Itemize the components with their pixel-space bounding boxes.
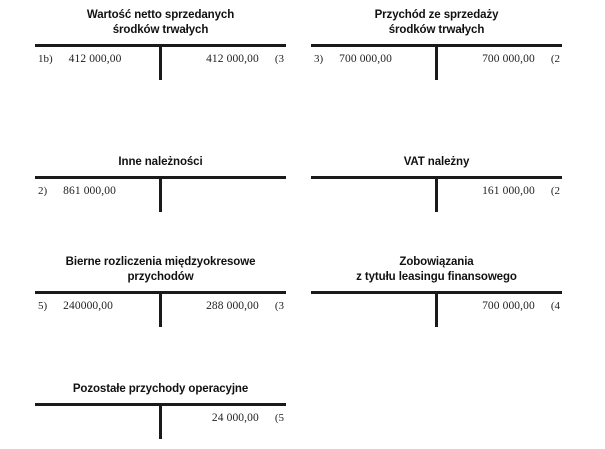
- credit-entry-amount: 412 000,00: [206, 53, 259, 65]
- t-account-bierne-rozliczenia-miedzyokresowe-przychodow: Bierne rozliczenia międzyokresowe przycho…: [35, 255, 286, 337]
- credit-entry: 288 000,00 (3: [164, 295, 286, 317]
- account-title: Zobowiązania z tytułu leasingu finansoweg…: [311, 255, 562, 285]
- credit-entry-amount: 700 000,00: [482, 300, 535, 312]
- t-vertical-divider: [159, 46, 162, 80]
- t-horizontal-rule: [35, 291, 286, 294]
- t-vertical-divider: [159, 178, 162, 212]
- t-vertical-divider: [435, 293, 438, 327]
- account-title: Bierne rozliczenia międzyokresowe przycho…: [35, 255, 286, 285]
- credit-entry-ref: (4: [550, 300, 560, 312]
- debit-entry: 3) 700 000,00: [311, 48, 433, 70]
- t-frame: 2) 861 000,00: [35, 176, 286, 222]
- t-frame: 24 000,00 (5: [35, 403, 286, 449]
- t-frame: 5) 240000,00 288 000,00 (3: [35, 291, 286, 337]
- t-account-inne-naleznosci: Inne należności 2) 861 000,00: [35, 140, 286, 222]
- t-account-wartosc-netto-sprzedanych-srodkow-trwalych: Wartość netto sprzedanych środków trwałyc…: [35, 8, 286, 90]
- account-title: Przychód ze sprzedaży środków trwałych: [311, 8, 562, 38]
- t-account-przychod-ze-sprzedazy-srodkow-trwalych: Przychód ze sprzedaży środków trwałych 3) 7…: [311, 8, 562, 90]
- t-horizontal-rule: [311, 44, 562, 47]
- debit-entry: 1b) 412 000,00: [35, 48, 157, 70]
- credit-entry-amount: 24 000,00: [211, 412, 259, 424]
- credit-entry: 700 000,00 (2: [440, 48, 562, 70]
- account-title-line: Zobowiązania: [399, 256, 474, 268]
- debit-entry-ref: 1b): [38, 53, 53, 65]
- credit-entry: 24 000,00 (5: [164, 407, 286, 429]
- credit-entry: 700 000,00 (4: [440, 295, 562, 317]
- t-vertical-divider: [435, 178, 438, 212]
- t-vertical-divider: [159, 405, 162, 439]
- account-title: Inne należności: [35, 140, 286, 170]
- account-title-line: Bierne rozliczenia międzyokresowe: [65, 256, 256, 268]
- account-title-line: VAT należny: [403, 156, 470, 168]
- debit-entry: 2) 861 000,00: [35, 180, 157, 202]
- account-title: Wartość netto sprzedanych środków trwałyc…: [35, 8, 286, 38]
- t-horizontal-rule: [35, 176, 286, 179]
- credit-entry-ref: (2: [550, 53, 560, 65]
- t-horizontal-rule: [35, 403, 286, 406]
- credit-entry-ref: (5: [274, 412, 284, 424]
- t-frame: 700 000,00 (4: [311, 291, 562, 337]
- t-account-vat-nalezny: VAT należny 161 000,00 (2: [311, 140, 562, 222]
- credit-entry-ref: (3: [274, 300, 284, 312]
- t-horizontal-rule: [311, 176, 562, 179]
- account-title-line: Przychód ze sprzedaży: [374, 9, 499, 21]
- credit-entry-amount: 700 000,00: [482, 53, 535, 65]
- t-account-pozostale-przychody-operacyjne: Pozostałe przychody operacyjne 24 000,00 (…: [35, 367, 286, 449]
- debit-entry-ref: 2): [38, 185, 48, 197]
- t-horizontal-rule: [311, 291, 562, 294]
- credit-entry-amount: 161 000,00: [482, 185, 535, 197]
- t-account-zobowiazania-z-tytulu-leasingu-finansowego: Zobowiązania z tytułu leasingu finansoweg…: [311, 255, 562, 337]
- credit-entry-amount: 288 000,00: [206, 300, 259, 312]
- account-title-line: Inne należności: [118, 156, 203, 168]
- debit-entry-amount: 861 000,00: [63, 185, 116, 197]
- t-frame: 3) 700 000,00 700 000,00 (2: [311, 44, 562, 90]
- t-horizontal-rule: [35, 44, 286, 47]
- debit-entry-amount: 412 000,00: [68, 53, 122, 65]
- account-title-line: Wartość netto sprzedanych: [86, 9, 235, 21]
- account-title-line: środków trwałych: [112, 24, 209, 36]
- debit-entry-amount: 700 000,00: [339, 53, 392, 65]
- t-vertical-divider: [435, 46, 438, 80]
- t-frame: 161 000,00 (2: [311, 176, 562, 222]
- t-frame: 1b) 412 000,00 412 000,00 (3: [35, 44, 286, 90]
- debit-entry-ref: 5): [38, 300, 48, 312]
- credit-entry-ref: (3: [274, 53, 284, 65]
- debit-entry: 5) 240000,00: [35, 295, 157, 317]
- account-title-line: przychodów: [127, 271, 194, 283]
- debit-entry-ref: 3): [314, 53, 324, 65]
- t-vertical-divider: [159, 293, 162, 327]
- account-title-line: Pozostałe przychody operacyjne: [72, 383, 249, 395]
- credit-entry: 412 000,00 (3: [164, 48, 286, 70]
- account-title-line: środków trwałych: [388, 24, 485, 36]
- credit-entry-ref: (2: [550, 185, 560, 197]
- account-title: VAT należny: [311, 140, 562, 170]
- account-title: Pozostałe przychody operacyjne: [35, 367, 286, 397]
- account-title-line: z tytułu leasingu finansowego: [356, 271, 517, 283]
- debit-entry-amount: 240000,00: [63, 300, 113, 312]
- credit-entry: 161 000,00 (2: [440, 180, 562, 202]
